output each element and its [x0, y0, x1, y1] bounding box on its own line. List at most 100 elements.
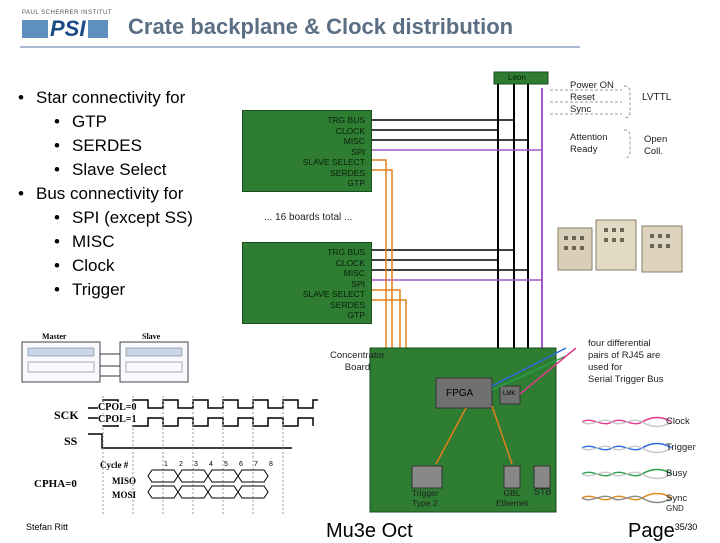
reset-label: Reset [570, 92, 595, 103]
rj45-line-2: pairs of RJ45 are [588, 350, 661, 361]
rj45-line-1: four differential [588, 338, 651, 349]
board-signal-label: CLOCK [335, 125, 365, 136]
spi-cpha-label: CPHA=0 [34, 478, 77, 490]
bullet-item: • SPI (except SS) [18, 206, 193, 230]
title-divider [20, 46, 580, 48]
bullet-dot-icon: • [54, 232, 60, 251]
control-signals-1: Power ON Reset Sync [570, 80, 614, 116]
ethernet-label: Ethernet [496, 498, 529, 508]
legend-clock: Clock [666, 416, 690, 427]
connector-gbl-label: GBL Ethernet [496, 488, 528, 508]
fpga-label: FPGA [446, 388, 474, 399]
connector-trigger-label: Trigger Type 2 [412, 488, 439, 508]
bullet-item: • GTP [18, 110, 193, 134]
bullet-dot-icon: • [54, 256, 60, 275]
footer-page: Page35/30 [628, 520, 697, 543]
spi-master-label: Master [42, 332, 67, 341]
legend-gnd: GND [666, 504, 684, 513]
bullet-item: • Bus connectivity for [18, 182, 193, 206]
bullet-dot-icon: • [54, 208, 60, 227]
spi-cycle-number: 8 [269, 461, 273, 468]
open-coll-label: Open Coll. [644, 134, 667, 158]
spi-cpol0-label: CPOL=0 [98, 402, 137, 413]
legend-busy: Busy [666, 468, 688, 479]
rj45-line-3: used for [588, 362, 623, 373]
bullet-text: MISC [72, 232, 115, 251]
board-signal-label: SERDES [330, 167, 365, 178]
logo-psi-text: PSI [50, 16, 86, 41]
bullet-text: SERDES [72, 136, 142, 155]
concentrator-label-1: Concentrator [330, 350, 385, 361]
bullet-dot-icon: • [54, 136, 60, 155]
board-signal-label: SERDES [330, 299, 365, 310]
legend-trigger: Trigger [666, 442, 696, 453]
connector-photo [552, 212, 692, 284]
bullet-item: • MISC [18, 230, 193, 254]
sync-label: Sync [570, 104, 592, 115]
bullet-item: • Star connectivity for [18, 86, 193, 110]
concentrator-label-2: Board [344, 362, 371, 373]
board-signal-label: MISC [343, 268, 365, 278]
backplane-svg [369, 71, 673, 513]
bullet-dot-icon: • [18, 88, 24, 107]
spi-cycle-number: 5 [224, 461, 228, 468]
bullet-dot-icon: • [54, 160, 60, 179]
spi-cpol1-label: CPOL=1 [98, 414, 137, 425]
footer-event: Mu3e Oct [326, 520, 413, 542]
board-signal-label: MISC [343, 136, 365, 146]
spi-ss-label: SS [64, 434, 78, 448]
bullet-text: Bus connectivity for [36, 184, 184, 203]
trigger-label: Trigger [412, 488, 439, 498]
spi-slave-label: Slave [142, 332, 161, 341]
board-signal-label: SLAVE SELECT [302, 289, 365, 299]
attention-label: Attention [570, 132, 608, 143]
bullet-list: • Star connectivity for • GTP • SERDES • Slave … [18, 86, 193, 302]
ready-label: Ready [570, 144, 598, 155]
legend-sync: Sync [666, 493, 688, 504]
board-signal-label: TRG BUS [327, 115, 365, 125]
spi-diagram: Master Slave SCK CPOL=0 CPOL=1 SS Cycle … [18, 330, 329, 520]
bullet-dot-icon: • [54, 112, 60, 131]
control-signals-2: Attention Ready [570, 132, 608, 156]
chip-small-label: LMK [503, 391, 516, 397]
leon-label: Leon [508, 73, 526, 82]
type2-label: Type 2 [412, 498, 438, 508]
footer-page-number: 35/30 [674, 522, 698, 532]
bullet-item: • Clock [18, 254, 193, 278]
spi-cycle-number: 3 [194, 461, 198, 468]
spi-cycle-number: 1 [164, 461, 168, 468]
open-label: Open [644, 134, 668, 145]
spi-mosi-label: MOSI [112, 490, 137, 500]
concentrator-label: Concentrator Board [330, 350, 385, 374]
psi-logo: PAUL SCHERRER INSTITUT PSI [22, 10, 112, 46]
bullet-text: GTP [72, 112, 107, 131]
bullet-text: Clock [72, 256, 115, 275]
bullet-text: SPI (except SS) [72, 208, 193, 227]
spi-cycle-number: 6 [239, 461, 243, 468]
coll-label: Coll. [644, 146, 664, 157]
bullet-text: Slave Select [72, 160, 167, 179]
spi-cycle-number: 2 [179, 461, 183, 468]
footer-author: Stefan Ritt [26, 522, 69, 532]
page-title: Crate backplane & Clock distribution [128, 14, 514, 39]
board-signal-label: SPI [351, 146, 365, 157]
bullet-text: Star connectivity for [36, 88, 186, 107]
power-on-label: Power ON [570, 80, 614, 91]
footer-page-word: Page [628, 520, 675, 542]
board-signal-label: SLAVE SELECT [302, 157, 365, 167]
spi-sck-label: SCK [54, 408, 79, 422]
connector-stb-label: STB [534, 487, 552, 497]
bullet-dot-icon: • [18, 184, 24, 203]
board-signal-label: CLOCK [335, 257, 365, 268]
board-signal-label: TRG BUS [327, 247, 365, 257]
bullet-dot-icon: • [54, 280, 60, 299]
gbl-label: GBL [503, 488, 521, 498]
board-signal-label: GTP [347, 310, 365, 320]
bullet-text: Trigger [72, 280, 126, 299]
rj45-note: four differential pairs of RJ45 are used… [588, 338, 664, 386]
rj45-line-4: Serial Trigger Bus [588, 374, 664, 385]
logo-institute-text: PAUL SCHERRER INSTITUT [22, 10, 113, 16]
board-signal-label: GTP [347, 178, 365, 188]
